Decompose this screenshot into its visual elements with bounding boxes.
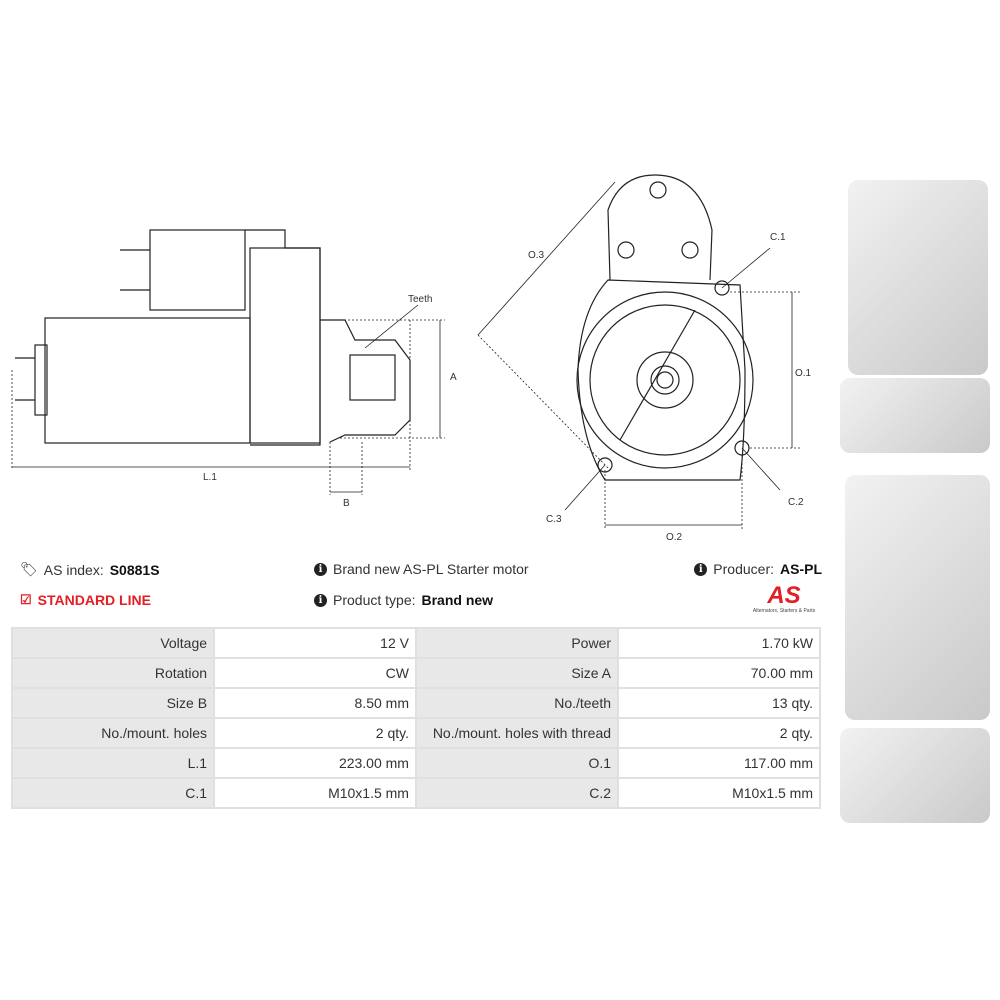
label-c1: C.1 <box>770 232 786 243</box>
spec-value: CW <box>213 657 417 689</box>
as-index: 🏷 AS index:S0881S <box>20 561 160 578</box>
spec-label: Size B <box>10 687 216 719</box>
spec-value: 117.00 mm <box>617 747 821 779</box>
label-o3: O.3 <box>528 250 545 261</box>
tag-icon: 🏷 <box>20 561 38 577</box>
product-line: ☑ STANDARD LINE <box>20 592 151 608</box>
spec-label: C.2 <box>414 777 620 809</box>
spec-value: 12 V <box>213 627 417 659</box>
spec-value: 8.50 mm <box>213 687 417 719</box>
checkbox-icon: ☑ <box>20 592 32 607</box>
spec-value: 223.00 mm <box>213 747 417 779</box>
label-l1: L.1 <box>203 472 217 483</box>
label-c3: C.3 <box>546 514 562 525</box>
spec-label: Size A <box>414 657 620 689</box>
spec-label: No./mount. holes with thread <box>414 717 620 749</box>
info-icon: i <box>314 593 327 607</box>
spec-label: O.1 <box>414 747 620 779</box>
spec-value: 2 qty. <box>617 717 821 749</box>
product-photo-side <box>840 378 990 453</box>
spec-value: 1.70 kW <box>617 627 821 659</box>
spec-value: M10x1.5 mm <box>617 777 821 809</box>
info-icon: i <box>314 562 327 576</box>
spec-label: C.1 <box>10 777 216 809</box>
front-view-diagram: O.3 C.1 O.1 C.2 C.3 O.2 <box>477 174 812 543</box>
spec-label: Voltage <box>10 627 216 659</box>
product-photo-front <box>848 180 988 375</box>
label-a: A <box>450 372 457 383</box>
spec-value: 70.00 mm <box>617 657 821 689</box>
label-o2: O.2 <box>666 532 683 543</box>
as-pl-logo: AS Alternators, Starters & Parts <box>752 582 816 615</box>
spec-value: M10x1.5 mm <box>213 777 417 809</box>
spec-value: 13 qty. <box>617 687 821 719</box>
spec-value: 2 qty. <box>213 717 417 749</box>
spec-label: No./teeth <box>414 687 620 719</box>
spec-label: L.1 <box>10 747 216 779</box>
spec-label: No./mount. holes <box>10 717 216 749</box>
info-icon: i <box>694 562 708 576</box>
label-b: B <box>343 498 350 509</box>
product-photo-rear <box>845 475 990 720</box>
spec-label: Rotation <box>10 657 216 689</box>
product-photo-top <box>840 728 990 823</box>
spec-label: Power <box>414 627 620 659</box>
side-view-diagram: Teeth A B L.1 <box>11 229 457 509</box>
label-o1: O.1 <box>795 368 812 379</box>
label-teeth: Teeth <box>408 294 432 305</box>
label-c2: C.2 <box>788 497 804 508</box>
